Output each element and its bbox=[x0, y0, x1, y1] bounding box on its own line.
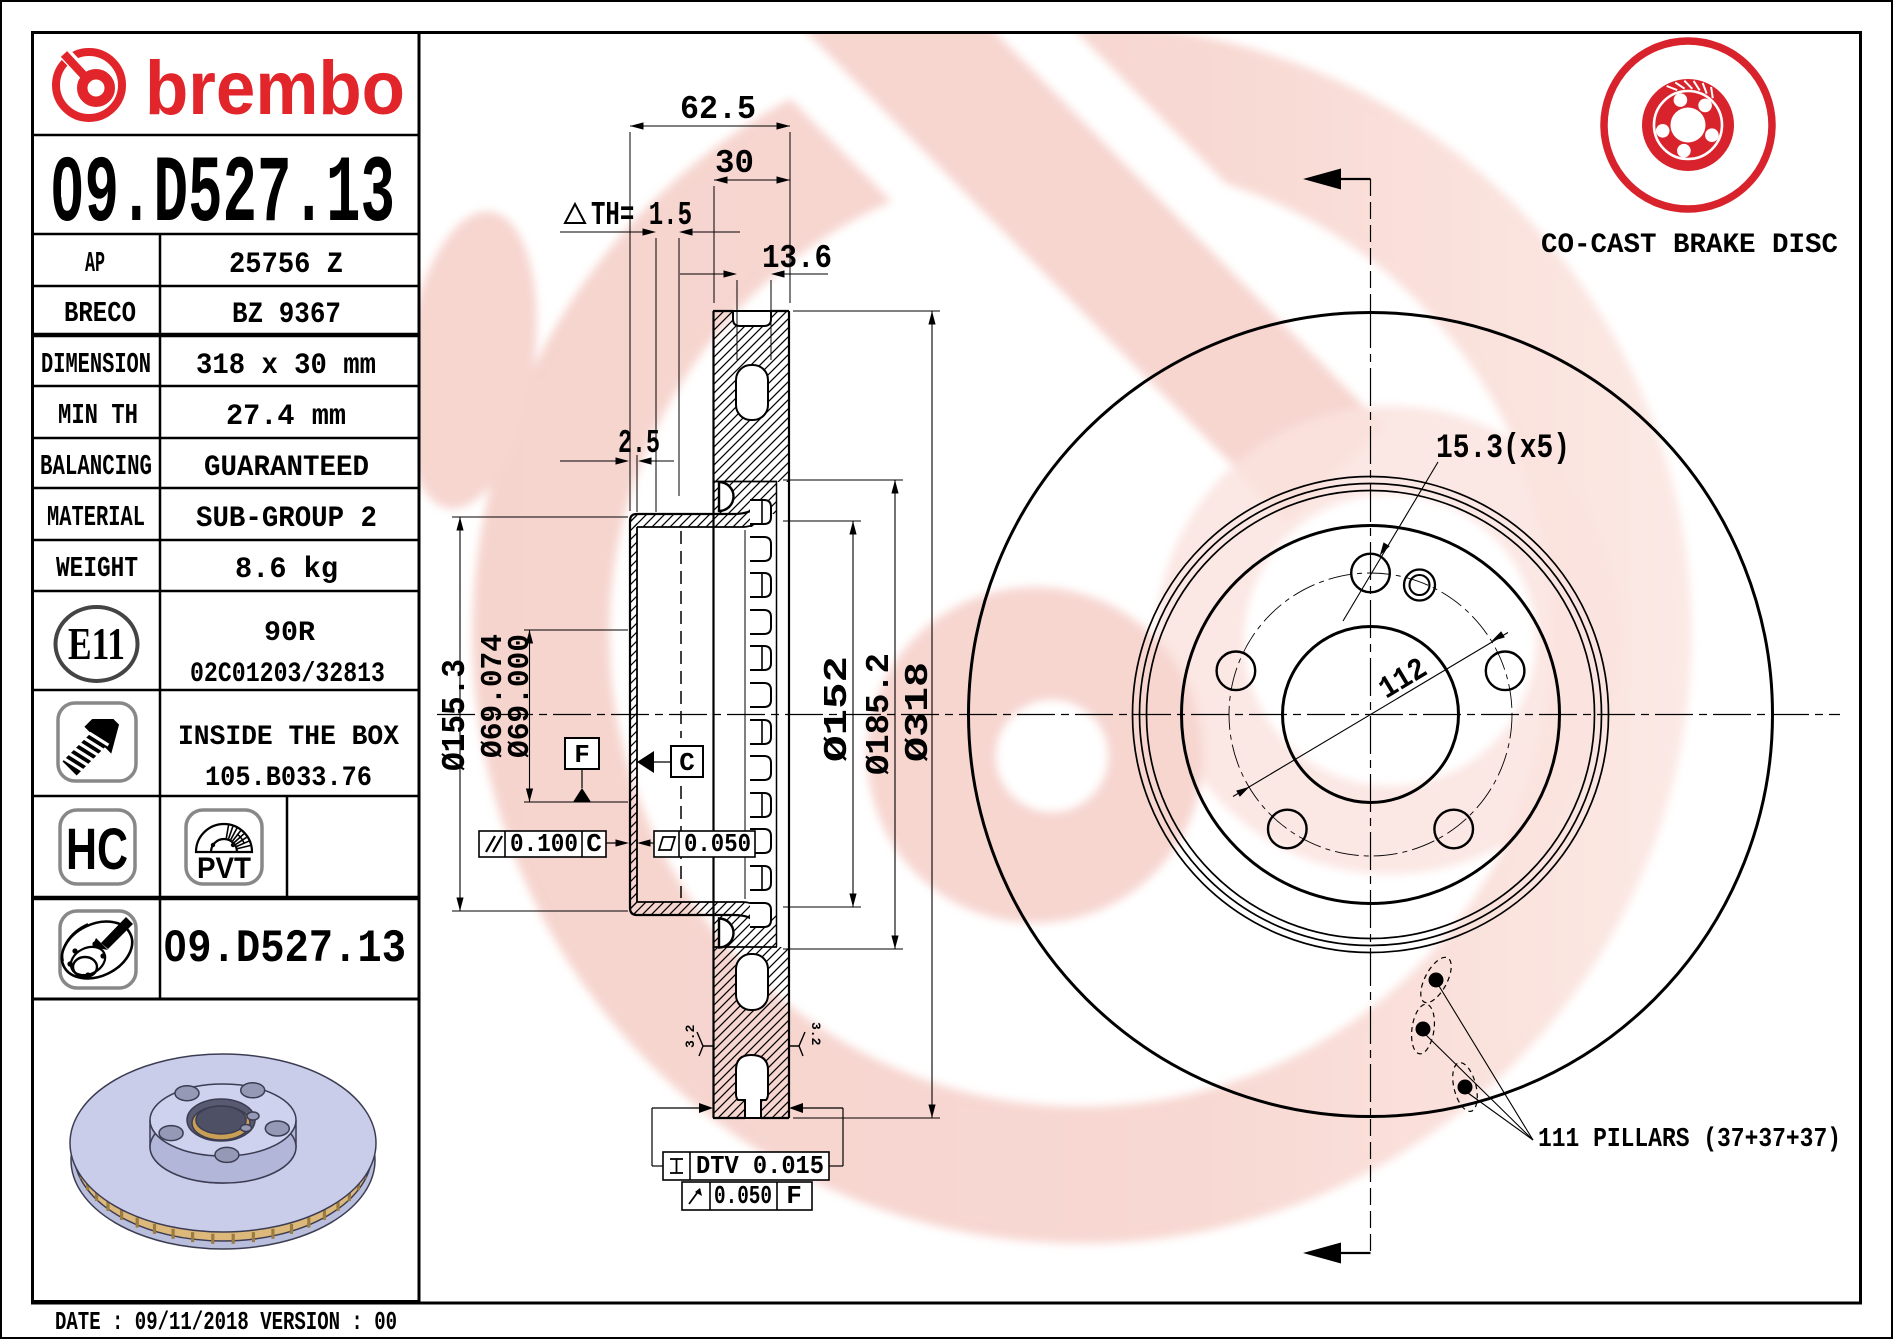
svg-text:C: C bbox=[586, 829, 602, 859]
svg-text:Ø69.000: Ø69.000 bbox=[503, 634, 538, 758]
svg-text:25756 Z: 25756 Z bbox=[229, 248, 343, 282]
svg-text:BZ 9367: BZ 9367 bbox=[232, 298, 341, 332]
svg-text:GUARANTEED: GUARANTEED bbox=[204, 451, 369, 485]
svg-text:DIMENSION: DIMENSION bbox=[41, 348, 151, 381]
svg-text:30: 30 bbox=[715, 145, 754, 182]
svg-text:AP: AP bbox=[85, 247, 105, 280]
svg-text:DATE : 09/11/2018 VERSION : 00: DATE : 09/11/2018 VERSION : 00 bbox=[55, 1307, 397, 1337]
svg-text:8.6 kg: 8.6 kg bbox=[235, 553, 338, 587]
svg-text:HC: HC bbox=[66, 817, 128, 882]
svg-text:62.5: 62.5 bbox=[680, 91, 756, 128]
svg-text:brembo: brembo bbox=[145, 46, 405, 131]
svg-text:TH= 1.5: TH= 1.5 bbox=[591, 197, 692, 234]
svg-text:WEIGHT: WEIGHT bbox=[56, 552, 138, 585]
svg-text:15.3(x5): 15.3(x5) bbox=[1436, 430, 1570, 468]
svg-text:09.D527.13: 09.D527.13 bbox=[163, 923, 406, 975]
svg-text:27.4 mm: 27.4 mm bbox=[226, 400, 346, 434]
svg-text:318 x 30 mm: 318 x 30 mm bbox=[196, 349, 376, 383]
svg-text:Ø152: Ø152 bbox=[819, 656, 856, 762]
svg-text:F: F bbox=[786, 1181, 802, 1211]
svg-text:105.B033.76: 105.B033.76 bbox=[205, 763, 372, 794]
svg-text:BALANCING: BALANCING bbox=[40, 450, 152, 483]
svg-text:02C01203/32813: 02C01203/32813 bbox=[190, 659, 385, 690]
svg-text:111 PILLARS (37+37+37): 111 PILLARS (37+37+37) bbox=[1538, 1125, 1841, 1155]
svg-text:BRECO: BRECO bbox=[64, 297, 136, 330]
svg-text:Ø155.3: Ø155.3 bbox=[437, 659, 474, 771]
svg-text:PVT: PVT bbox=[197, 852, 251, 885]
svg-text:Ø318: Ø318 bbox=[900, 662, 937, 762]
svg-text:13.6: 13.6 bbox=[762, 240, 832, 277]
svg-text:09.D527.13: 09.D527.13 bbox=[50, 141, 395, 249]
svg-text:CO-CAST BRAKE DISC: CO-CAST BRAKE DISC bbox=[1541, 230, 1838, 261]
svg-text:E11: E11 bbox=[68, 618, 125, 669]
svg-text:0.050: 0.050 bbox=[714, 1181, 772, 1211]
svg-text:3.2: 3.2 bbox=[808, 1022, 823, 1046]
svg-text:INSIDE THE BOX: INSIDE THE BOX bbox=[178, 722, 399, 753]
svg-text:Ø185.2: Ø185.2 bbox=[861, 653, 898, 775]
svg-text:90R: 90R bbox=[264, 618, 315, 649]
svg-text:MIN TH: MIN TH bbox=[58, 399, 138, 432]
svg-text:DTV 0.015: DTV 0.015 bbox=[696, 1151, 824, 1181]
svg-text:3.2: 3.2 bbox=[683, 1024, 698, 1048]
svg-text:F: F bbox=[574, 740, 590, 770]
svg-text:0.100: 0.100 bbox=[510, 829, 578, 859]
svg-text:2.5: 2.5 bbox=[618, 425, 660, 462]
svg-text:0.050: 0.050 bbox=[684, 829, 751, 859]
svg-text:MATERIAL: MATERIAL bbox=[47, 501, 145, 534]
svg-text:Ø69.074: Ø69.074 bbox=[476, 634, 511, 758]
svg-text:SUB-GROUP 2: SUB-GROUP 2 bbox=[196, 502, 377, 536]
svg-text:C: C bbox=[679, 748, 695, 778]
